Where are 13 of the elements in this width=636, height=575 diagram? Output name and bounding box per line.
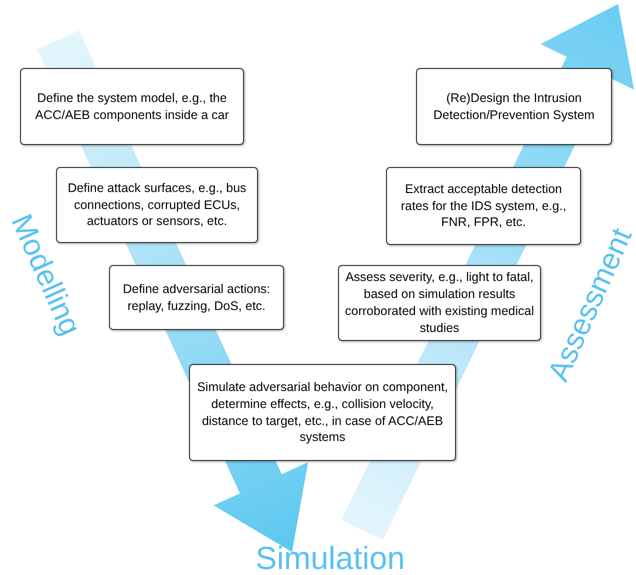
box-text: Assess severity, e.g., light to fatal, based on simulation results corroborated with existing medical studies xyxy=(345,269,534,337)
box-text: Extract acceptable detection rates for the IDS system, e.g., FNR, FPR, etc. xyxy=(400,180,566,230)
process-box xyxy=(109,265,284,330)
box-text: (Re)Design the Intrusion Detection/Prevention System xyxy=(432,90,596,124)
process-box xyxy=(416,68,612,145)
box-text: Simulate adversarial behavior on component, determine effects, e.g., collision velocity, distance to target, etc., in case of ACC/AEB systems xyxy=(196,378,449,446)
process-box xyxy=(189,364,456,461)
box-text: Define the system model, e.g., the ACC/AEB components inside a car xyxy=(34,90,230,124)
box-text: Define adversarial actions: replay, fuzzing, DoS, etc. xyxy=(122,280,272,314)
process-box xyxy=(338,265,541,341)
stage-label: Simulation xyxy=(256,540,405,575)
process-box xyxy=(20,68,244,145)
box-text: Define attack surfaces, e.g., bus connections, corrupted ECUs, actuators or sensors, etc. xyxy=(68,180,248,228)
